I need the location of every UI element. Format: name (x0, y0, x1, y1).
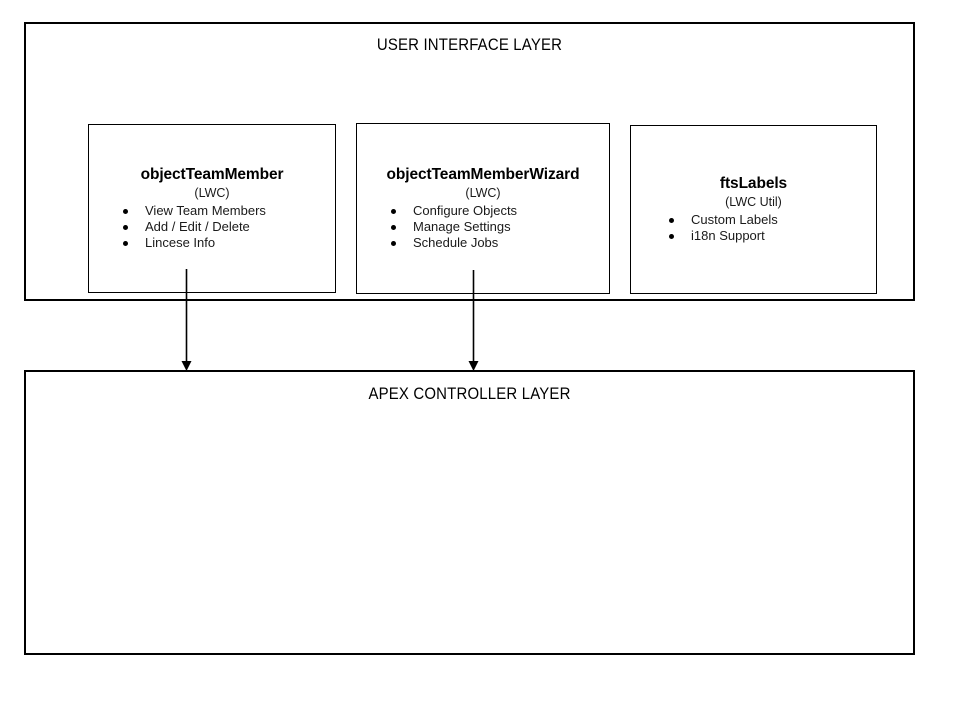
list-item: Manage Settings (357, 219, 609, 235)
user-interface-layer: USER INTERFACE LAYER objectTeamMember (L… (24, 22, 915, 301)
list-item-label: View Team Members (145, 203, 266, 219)
component-subtitle: (LWC Util) (725, 194, 782, 209)
list-item: i18n Support (631, 228, 876, 244)
apex-controller-layer: APEX CONTROLLER LAYER ObjectTeamMemberCo… (24, 370, 915, 655)
list-item-label: Lincese Info (145, 235, 216, 251)
list-item-label: i18n Support (691, 228, 765, 244)
component-subtitle: (LWC) (465, 185, 501, 200)
bullet-icon (391, 225, 396, 231)
component-title: objectTeamMemberWizard (386, 165, 580, 183)
bullet-icon (123, 225, 128, 231)
list-item: Lincese Info (89, 235, 335, 251)
list-item: Configure Objects (357, 203, 609, 219)
list-item-label: Custom Labels (691, 212, 778, 228)
user-interface-layer-title: USER INTERFACE LAYER (376, 35, 563, 54)
bullet-icon (669, 234, 674, 240)
list-item: View Team Members (89, 203, 335, 219)
list-item-label: Schedule Jobs (413, 235, 499, 251)
bullet-icon (669, 218, 674, 224)
component-box-object-team-member-wizard[interactable]: objectTeamMemberWizard (LWC) Configure O… (356, 123, 610, 294)
component-box-object-team-member[interactable]: objectTeamMember (LWC) View Team Members… (88, 124, 336, 293)
apex-controller-layer-title: APEX CONTROLLER LAYER (368, 384, 571, 403)
component-title: objectTeamMember (140, 165, 284, 183)
component-title: ftsLabels (719, 174, 788, 192)
component-box-fts-labels[interactable]: ftsLabels (LWC Util) Custom Labels i18n … (630, 125, 877, 294)
list-item: Schedule Jobs (357, 235, 609, 251)
bullet-icon (391, 241, 396, 247)
list-item-label: Manage Settings (413, 219, 511, 235)
bullet-icon (391, 209, 396, 215)
component-feature-list: View Team Members Add / Edit / Delete Li… (89, 203, 335, 251)
list-item: Custom Labels (631, 212, 876, 228)
list-item-label: Configure Objects (413, 203, 518, 219)
bullet-icon (123, 209, 128, 215)
list-item-label: Add / Edit / Delete (145, 219, 250, 235)
list-item: Add / Edit / Delete (89, 219, 335, 235)
component-feature-list: Configure Objects Manage Settings Schedu… (357, 203, 609, 251)
component-feature-list: Custom Labels i18n Support (631, 212, 876, 244)
component-subtitle: (LWC) (194, 185, 230, 200)
bullet-icon (123, 241, 128, 247)
